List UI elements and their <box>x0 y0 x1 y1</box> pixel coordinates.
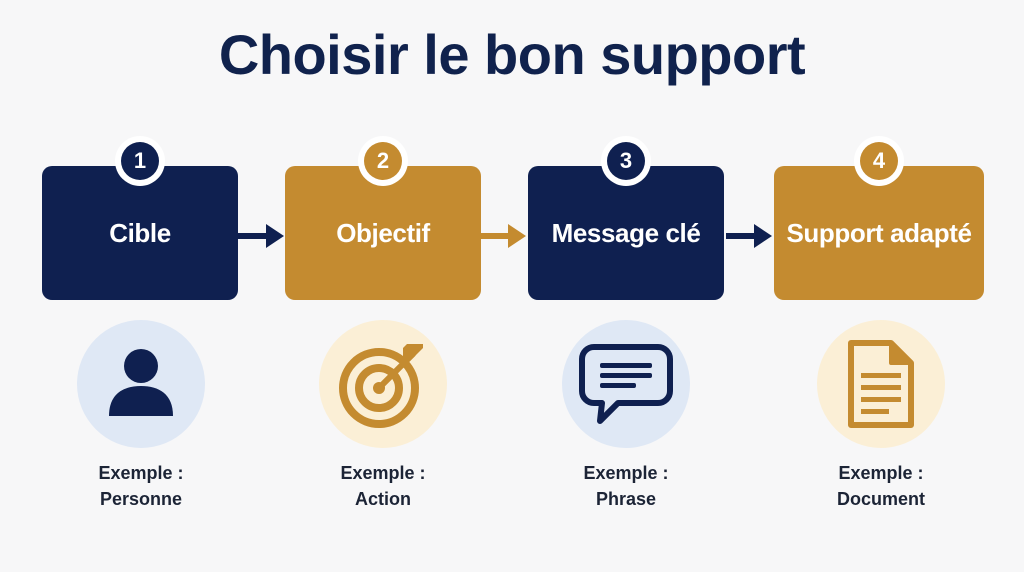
example-caption-cible: Exemple : Personne <box>41 460 241 512</box>
document-icon <box>848 340 914 428</box>
page-title: Choisir le bon support <box>218 23 806 86</box>
step-label: Cible <box>109 217 171 248</box>
step-number-badge: 2 <box>358 136 408 186</box>
example-prefix: Exemple : <box>98 463 184 483</box>
icon-circle-cible <box>77 320 205 448</box>
step-label: Message clé <box>551 217 701 248</box>
target-icon <box>339 344 423 428</box>
step-number: 4 <box>860 142 898 180</box>
step-number: 2 <box>364 142 402 180</box>
example-value: Document <box>836 489 925 509</box>
step-label: Objectif <box>336 217 430 248</box>
step-label: Support adapté <box>786 217 972 248</box>
example-prefix: Exemple : <box>583 463 669 483</box>
arrow-right-icon <box>480 224 526 248</box>
icon-circle-objectif <box>319 320 447 448</box>
icon-circle-message-cle <box>562 320 690 448</box>
example-value: Personne <box>99 489 183 509</box>
step-number-badge: 4 <box>854 136 904 186</box>
step-box-cible: Cible <box>42 166 238 300</box>
step-number: 3 <box>607 142 645 180</box>
example-caption-support-adapte: Exemple : Document <box>781 460 981 512</box>
step-box-support-adapte: Support adapté <box>774 166 984 300</box>
example-caption-objectif: Exemple : Action <box>283 460 483 512</box>
arrow-right-icon <box>726 224 772 248</box>
arrow-right-icon <box>238 224 284 248</box>
example-prefix: Exemple : <box>838 463 924 483</box>
example-value: Action <box>355 489 411 509</box>
icon-circle-support-adapte <box>817 320 945 448</box>
person-icon <box>109 349 173 416</box>
step-number-badge: 3 <box>601 136 651 186</box>
step-box-objectif: Objectif <box>285 166 481 300</box>
step-box-message-cle: Message clé <box>528 166 724 300</box>
example-prefix: Exemple : <box>340 463 426 483</box>
speech-bubble-icon <box>579 344 673 424</box>
example-caption-message-cle: Exemple : Phrase <box>526 460 726 512</box>
step-number: 1 <box>121 142 159 180</box>
step-number-badge: 1 <box>115 136 165 186</box>
example-value: Phrase <box>595 489 657 509</box>
